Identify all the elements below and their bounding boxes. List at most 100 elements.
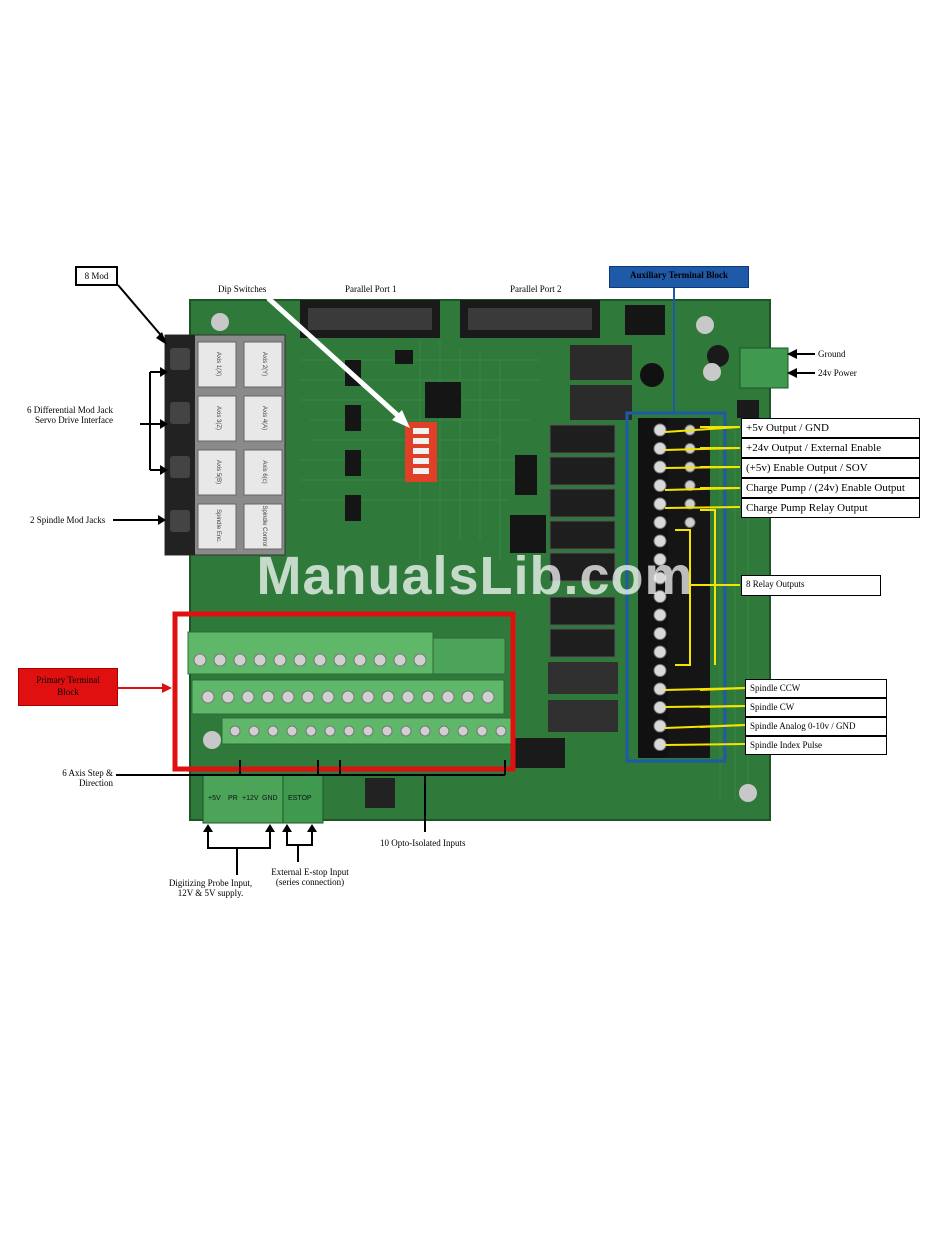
mod-jack-block — [164, 334, 286, 556]
terminal-screw — [401, 690, 415, 704]
parallel-port-2 — [460, 300, 600, 338]
terminal-screw — [653, 627, 667, 640]
terminal-screw — [281, 690, 295, 704]
mod-jack-label: Axis 5(B) — [215, 460, 221, 484]
pcb-mark-5v: +5V — [208, 795, 221, 802]
terminal-screw — [248, 725, 260, 737]
watermark: ManualsLib.com — [256, 546, 694, 606]
yellow-callouts — [664, 426, 746, 746]
terminal-screw — [381, 725, 393, 737]
terminal-screw — [461, 690, 475, 704]
terminal-screw — [193, 653, 207, 667]
eight-mod-label: 8 Mod — [75, 266, 118, 286]
terminal-screw — [421, 690, 435, 704]
terminal-screw — [213, 653, 227, 667]
terminal-screw — [684, 498, 696, 510]
terminal-screw — [400, 725, 412, 737]
terminal-screw — [261, 690, 275, 704]
terminal-screw — [381, 690, 395, 704]
dip-switches-label: Dip Switches — [218, 284, 267, 294]
terminal-screw — [233, 653, 247, 667]
terminal-screw — [653, 479, 667, 492]
terminal-screw — [293, 653, 307, 667]
terminal-screw — [653, 442, 667, 455]
mod-jack-label: Axis 6(c) — [261, 460, 267, 483]
pcb-mark-12v: +12V — [242, 795, 259, 802]
terminal-screw — [229, 725, 241, 737]
parallel-port-1-label: Parallel Port 1 — [345, 284, 397, 294]
terminal-screw — [201, 690, 215, 704]
mod-jack-label: Axis 4(A) — [261, 406, 267, 430]
terminal-screw — [441, 690, 455, 704]
terminal-screw — [221, 690, 235, 704]
terminal-screw — [653, 664, 667, 677]
terminal-screw — [273, 653, 287, 667]
spindle-output-label: Spindle Analog 0-10v / GND — [745, 717, 887, 736]
terminal-screw — [684, 517, 696, 528]
aux-output-label: +5v Output / GND — [741, 418, 920, 438]
terminal-screw — [653, 516, 667, 529]
differential-mod-jack-label: 6 Differential Mod Jack Servo Drive Inte… — [26, 405, 113, 426]
terminal-screw — [495, 725, 507, 737]
dip-switch-arrow — [266, 296, 410, 428]
pcb-mark-estop: ESTOP — [288, 795, 312, 802]
terminal-screw — [241, 690, 255, 704]
terminal-screw — [653, 571, 667, 585]
terminal-screw — [353, 653, 367, 667]
aux-terminal-highlight-box — [625, 411, 727, 763]
terminal-screw — [653, 645, 667, 659]
terminal-screw — [341, 690, 355, 704]
spindle-mod-jacks-label: 2 Spindle Mod Jacks — [30, 515, 106, 525]
terminal-screw — [653, 608, 667, 622]
terminal-screw — [301, 690, 315, 704]
arrow-heads — [156, 332, 797, 832]
terminal-screw — [324, 725, 336, 737]
mod-jack-label: Spindle Enc. — [215, 509, 221, 543]
terminal-screw — [286, 725, 298, 737]
terminal-screw — [313, 653, 327, 667]
terminal-screw — [373, 653, 387, 667]
parallel-port-2-label: Parallel Port 2 — [510, 284, 562, 294]
mod-jack-label: Axis 2(Y) — [261, 352, 267, 376]
aux-terminal-block-label: Auxiliary Terminal Block — [609, 266, 749, 288]
terminal-screw — [419, 725, 431, 737]
terminal-screw — [267, 725, 279, 737]
mod-jack-label: Axis 3(Z) — [215, 406, 221, 430]
relay-outputs-label: 8 Relay Outputs — [741, 575, 881, 596]
ground-label: Ground — [818, 349, 846, 359]
terminal-screw — [393, 653, 407, 667]
terminal-screw — [481, 690, 495, 704]
terminal-screw — [333, 653, 347, 667]
relays — [548, 345, 632, 732]
aux-output-label: (+5v) Enable Output / SOV — [741, 458, 920, 478]
mod-jack-label: Spindle Control — [261, 505, 267, 546]
terminal-screw — [684, 480, 696, 491]
spindle-output-label: Spindle Index Pulse — [745, 736, 887, 755]
terminal-screw — [653, 738, 667, 751]
terminal-screw — [653, 682, 667, 696]
external-estop-label: External E-stop Input (series connection… — [271, 867, 349, 888]
terminal-screw — [653, 701, 667, 714]
terminal-screw — [438, 725, 450, 737]
terminal-screw — [321, 690, 335, 704]
mod-jack-label: Axis 1(X) — [215, 352, 221, 376]
axis-step-direction-label: 6 Axis Step & Direction — [62, 768, 113, 789]
spindle-output-label: Spindle CW — [745, 698, 887, 717]
terminal-screw — [653, 590, 667, 603]
terminal-screw — [653, 423, 667, 437]
digitizing-probe-label: Digitizing Probe Input, 12V & 5V supply. — [168, 878, 253, 899]
power-24v-label: 24v Power — [818, 368, 857, 378]
primary-terminal-block-label: Primary Terminal Block — [18, 668, 118, 706]
terminal-screw — [413, 653, 427, 667]
opto-inputs-label: 10 Opto-Isolated Inputs — [380, 838, 466, 848]
aux-output-label: Charge Pump Relay Output — [741, 498, 920, 518]
terminal-screw — [653, 553, 667, 566]
terminal-screw — [253, 653, 267, 667]
terminal-screw — [476, 725, 488, 737]
terminal-screw — [653, 534, 667, 548]
terminal-screw — [653, 497, 667, 511]
terminal-screw — [361, 690, 375, 704]
aux-output-label: +24v Output / External Enable — [741, 438, 920, 458]
terminal-screw — [343, 725, 355, 737]
